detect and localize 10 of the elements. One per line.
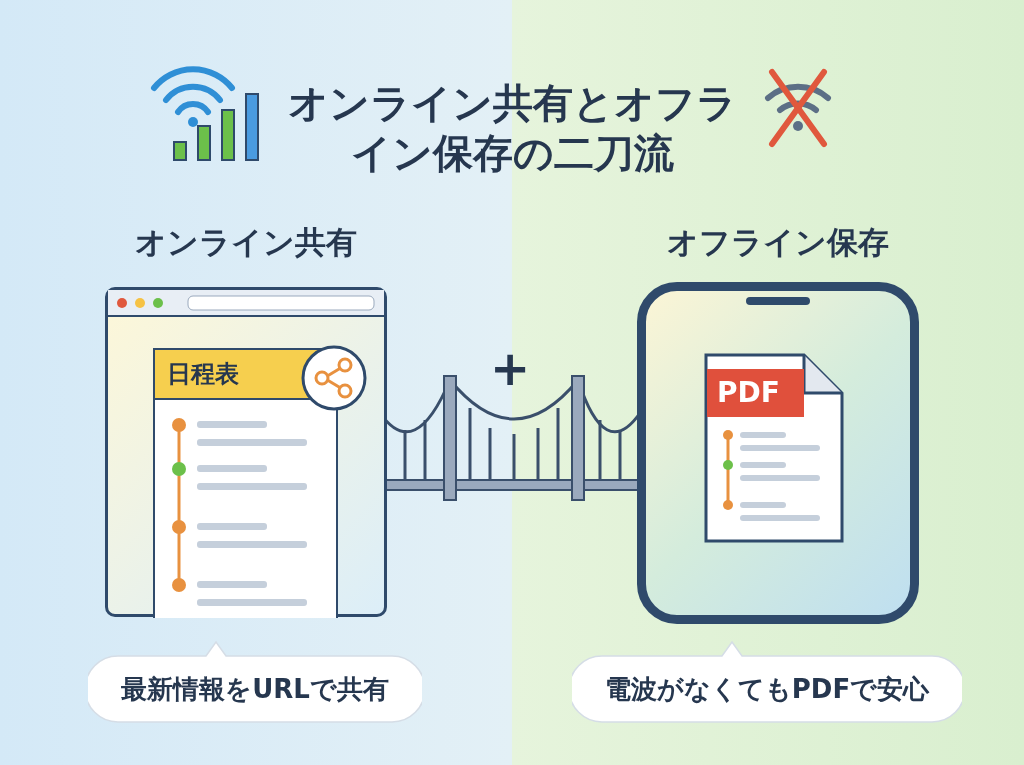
speech-bubble bbox=[88, 640, 422, 724]
speech-bubble bbox=[572, 640, 962, 724]
plus-sign: + bbox=[488, 340, 532, 396]
title: オンライン共有とオフライン保存の二刀流 bbox=[286, 79, 738, 178]
file-type-label: PDF bbox=[707, 369, 804, 417]
heading: オフライン保存 bbox=[666, 223, 890, 262]
bubble-text: 最新情報をURLで共有 bbox=[120, 673, 390, 706]
bubble-text: 電波がなくてもPDFで安心 bbox=[603, 673, 931, 706]
heading: オンライン共有 bbox=[134, 223, 358, 262]
schedule-document bbox=[153, 348, 338, 618]
